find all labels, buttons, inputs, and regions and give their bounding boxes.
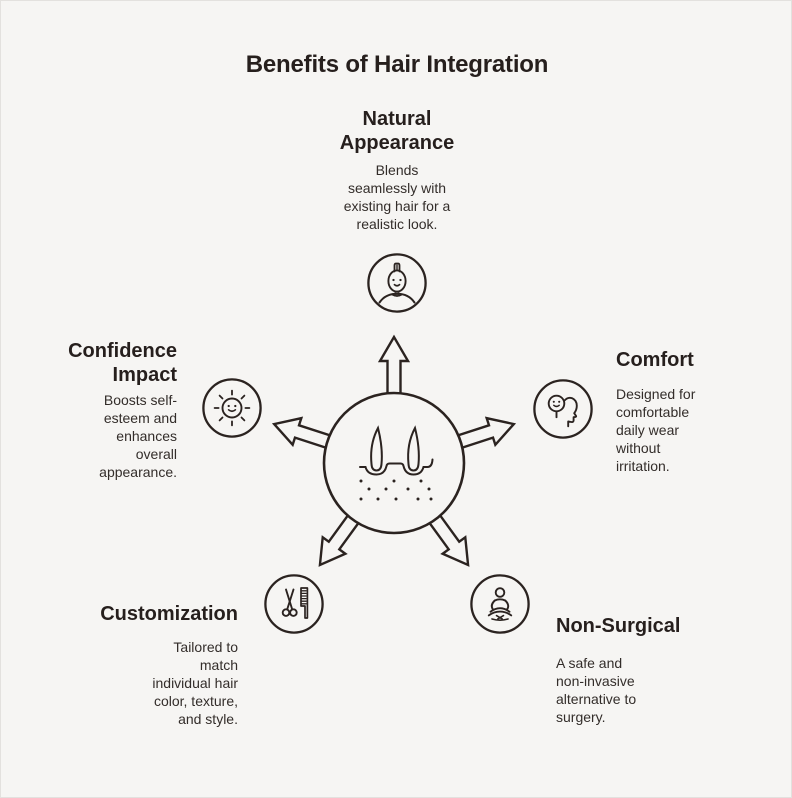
benefit-desc-line: A safe and bbox=[556, 655, 623, 671]
benefit-desc-line: Tailored to bbox=[173, 639, 238, 655]
meditation-icon bbox=[470, 574, 530, 634]
benefit-desc-line: existing hair for a bbox=[343, 198, 451, 214]
benefit-heading-line: Impact bbox=[112, 364, 177, 386]
benefit-desc-line: appearance. bbox=[99, 464, 177, 480]
benefit-desc-line: surgery. bbox=[556, 709, 606, 725]
sun-smiley-icon bbox=[202, 378, 262, 438]
benefit-desc-line: daily wear bbox=[616, 422, 680, 438]
scissors-comb-icon bbox=[264, 574, 324, 634]
follicle-illustration bbox=[359, 425, 434, 501]
head-profile bbox=[563, 396, 578, 428]
benefit-desc-line: without bbox=[616, 440, 661, 456]
benefit-desc-line: non-invasive bbox=[556, 673, 635, 689]
benefit-desc-line: enhances bbox=[116, 428, 177, 444]
benefit-desc-line: Boosts self- bbox=[103, 392, 177, 408]
benefit-desc-line: match bbox=[199, 657, 238, 673]
page-title: Benefits of Hair Integration bbox=[245, 51, 549, 78]
benefit-heading-line: Natural bbox=[362, 108, 432, 130]
smiley-head-profile-icon bbox=[533, 379, 593, 439]
benefit-customization: Customization Tailored to match individu… bbox=[58, 602, 238, 728]
benefit-heading-line: Appearance bbox=[339, 132, 455, 154]
benefit-desc-line: and style. bbox=[178, 711, 238, 727]
benefit-desc-line: irritation. bbox=[616, 458, 670, 474]
benefit-heading-line: Confidence bbox=[68, 340, 177, 362]
benefit-desc-line: individual hair bbox=[152, 675, 238, 691]
benefit-desc-line: Blends bbox=[375, 162, 419, 178]
benefit-confidence-impact: Confidence Impact Boosts self- esteem an… bbox=[7, 339, 177, 481]
benefit-desc-line: esteem and bbox=[103, 410, 177, 426]
person-hair-icon bbox=[367, 253, 427, 313]
mohawk bbox=[393, 262, 401, 273]
comb bbox=[300, 587, 309, 619]
benefit-desc-line: Designed for bbox=[616, 386, 696, 402]
benefit-desc-line: comfortable bbox=[616, 404, 690, 420]
sun-rays bbox=[213, 389, 251, 427]
benefit-non-surgical: Non-Surgical A safe and non-invasive alt… bbox=[556, 614, 696, 726]
benefit-desc-line: color, texture, bbox=[153, 693, 238, 709]
benefit-natural-appearance: Natural Appearance Blends seamlessly wit… bbox=[297, 107, 497, 233]
hair-strand bbox=[407, 425, 420, 472]
benefit-heading-line: Comfort bbox=[616, 349, 694, 371]
skin-dots bbox=[359, 479, 433, 501]
skin-line bbox=[359, 458, 434, 476]
benefit-heading-line: Non-Surgical bbox=[556, 615, 681, 637]
hair-strand bbox=[370, 425, 383, 472]
benefit-desc-line: alternative to bbox=[556, 691, 637, 707]
benefit-desc-line: realistic look. bbox=[356, 216, 438, 232]
benefit-heading-line: Customization bbox=[100, 603, 238, 625]
benefit-desc-line: overall bbox=[135, 446, 177, 462]
scissors bbox=[281, 588, 298, 617]
benefit-desc-line: seamlessly with bbox=[347, 180, 447, 196]
hair-follicle-hub-icon bbox=[271, 334, 517, 567]
benefit-comfort: Comfort Designed for comfortable daily w… bbox=[616, 348, 746, 475]
